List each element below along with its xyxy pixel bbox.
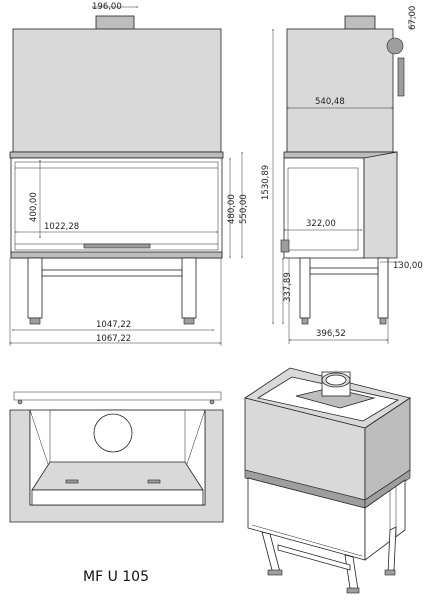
iso-side-glass	[364, 479, 406, 561]
front-leg-left	[27, 257, 43, 319]
dim-opening-height: 480,00	[227, 194, 237, 224]
side-flue-collar	[344, 15, 376, 31]
dim-top-small: 67,00	[408, 6, 418, 30]
dim-total-height: 1530,89	[261, 165, 271, 200]
side-glass-panel	[363, 151, 398, 259]
side-view: 67,00 540,48 1530,89 322,00 337,89 130,0…	[261, 6, 423, 344]
front-view: 196,00 400,00 1022,28 480,00 550,00 1047…	[9, 2, 249, 346]
isometric-view	[244, 367, 411, 594]
front-hood	[12, 28, 222, 153]
side-hood	[286, 28, 394, 153]
damper-handle	[397, 57, 405, 97]
dim-glass-height: 400,00	[29, 192, 39, 222]
front-crossbar	[41, 269, 183, 277]
dim-glass-width: 1022,28	[44, 222, 79, 232]
top-flue-opening	[93, 413, 133, 453]
front-leg-right	[181, 257, 197, 319]
front-door-handle	[83, 243, 151, 249]
damper-knob	[386, 37, 404, 55]
dim-base-height: 337,89	[283, 272, 293, 302]
top-view	[9, 391, 224, 523]
flue-collar	[95, 15, 135, 31]
dim-width-total: 1067,22	[96, 334, 131, 344]
dim-body-depth: 540,48	[315, 97, 345, 107]
dim-side-glass-depth: 322,00	[306, 219, 336, 229]
dim-width-inner: 1047,22	[96, 320, 131, 330]
side-firebox	[283, 157, 365, 259]
dim-side-depth: 396,52	[316, 329, 346, 339]
model-title: MF U 105	[83, 569, 149, 585]
dim-flue-diameter: 196,00	[92, 2, 122, 12]
dim-door-height: 550,00	[239, 194, 249, 224]
front-band	[9, 151, 224, 159]
dim-base-offset: 130,00	[393, 261, 423, 271]
front-firebox	[10, 157, 223, 259]
